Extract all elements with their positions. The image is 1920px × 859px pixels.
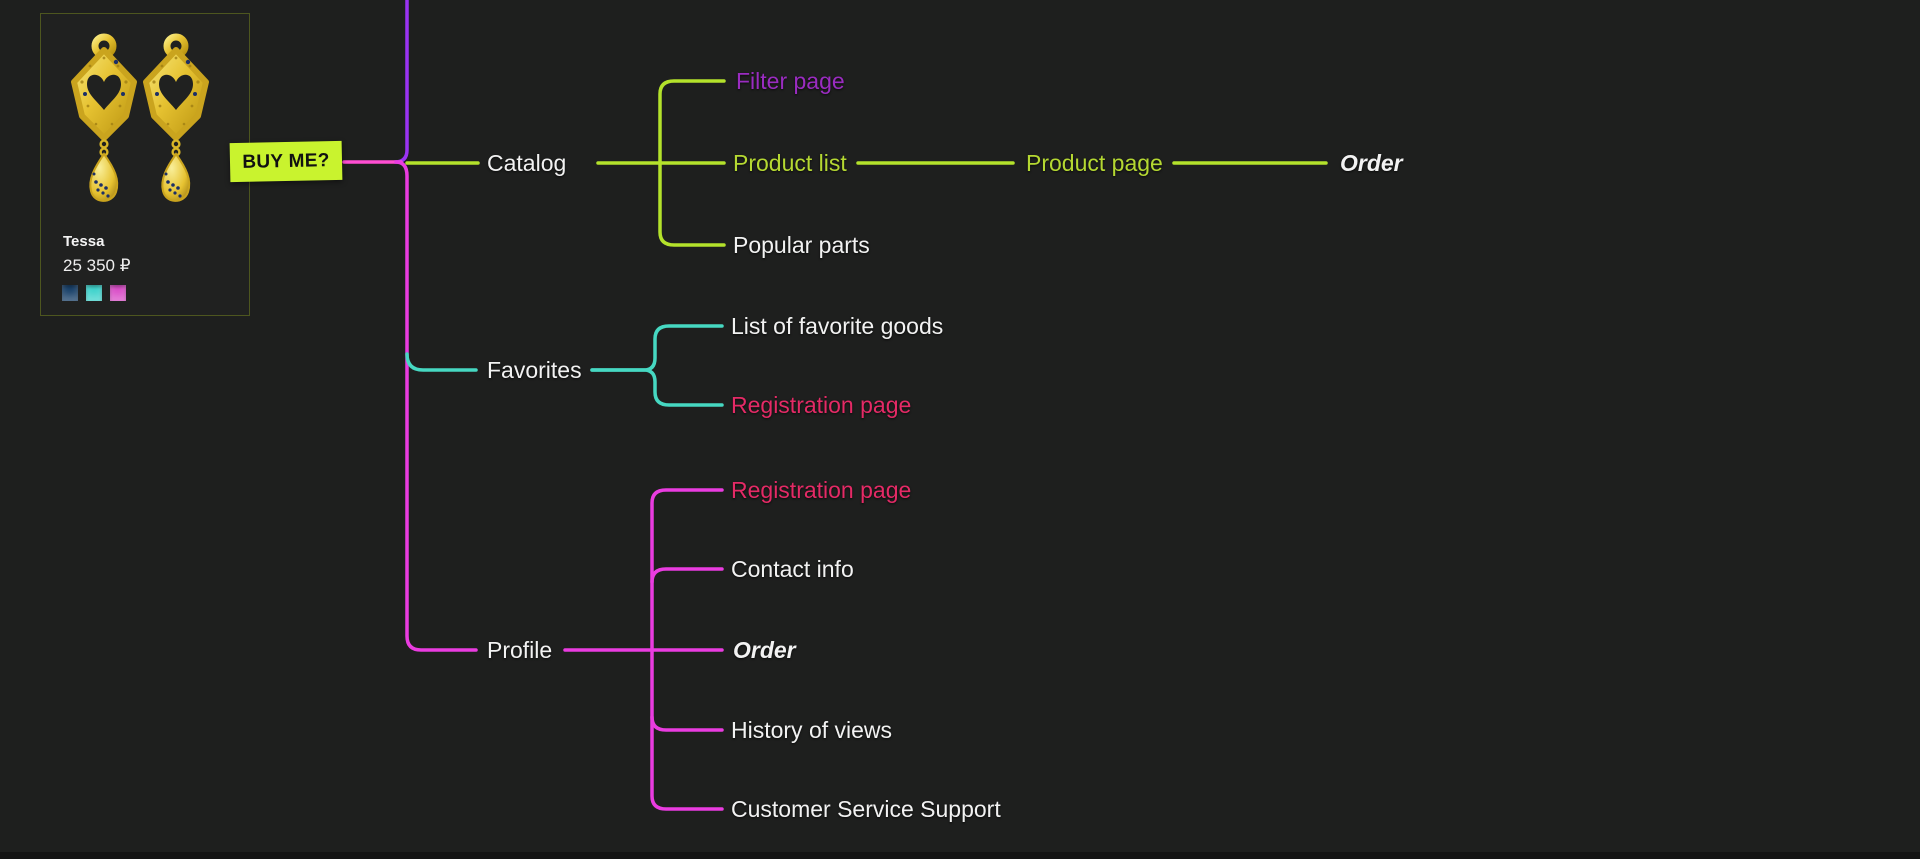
- node-order-profile[interactable]: Order: [733, 637, 796, 663]
- node-profile[interactable]: Profile: [487, 637, 553, 663]
- swatch-navy[interactable]: [62, 285, 78, 301]
- edge-catalog-filterpage: [658, 79, 726, 165]
- node-favorites[interactable]: Favorites: [487, 357, 582, 383]
- node-registration-page-profile[interactable]: Registration page: [731, 477, 912, 503]
- node-contact-info[interactable]: Contact info: [731, 556, 854, 582]
- node-filter-page[interactable]: Filter page: [736, 68, 845, 94]
- edge-favorites-registration: [590, 368, 724, 407]
- edge-parent-trunk: [393, 0, 409, 164]
- node-popular-parts[interactable]: Popular parts: [733, 232, 870, 258]
- edge-trunk-favorites: [405, 352, 478, 372]
- node-product-page[interactable]: Product page: [1026, 150, 1163, 176]
- node-list-of-favorite-goods[interactable]: List of favorite goods: [731, 313, 944, 339]
- edge-profile-contactinfo: [650, 567, 724, 584]
- node-product-list[interactable]: Product list: [733, 150, 847, 176]
- edge-catalog-popularparts: [658, 161, 726, 247]
- canvas-bottom-edge: [0, 852, 1920, 859]
- edge-profile-registration: [650, 488, 724, 652]
- edge-trunk-profile: [394, 160, 478, 652]
- node-catalog[interactable]: Catalog: [487, 150, 567, 176]
- node-customer-service-support[interactable]: Customer Service Support: [731, 796, 1001, 822]
- node-registration-page-favorites[interactable]: Registration page: [731, 392, 912, 418]
- swatch-cyan[interactable]: [86, 285, 102, 301]
- earrings-image: [71, 33, 243, 220]
- color-swatches: [62, 285, 126, 301]
- edge-profile-history: [650, 715, 724, 732]
- product-title: Tessa: [63, 233, 105, 250]
- node-order-catalog[interactable]: Order: [1340, 150, 1403, 176]
- product-price: 25 350 ₽: [63, 256, 131, 275]
- node-history-of-views[interactable]: History of views: [731, 717, 893, 743]
- root-node-buy-me[interactable]: BUY ME?: [229, 140, 343, 183]
- edge-favorites-listgoods: [590, 324, 724, 372]
- edge-profile-support: [650, 648, 724, 811]
- swatch-magenta[interactable]: [110, 285, 126, 301]
- product-card[interactable]: Tessa 25 350 ₽: [40, 13, 250, 316]
